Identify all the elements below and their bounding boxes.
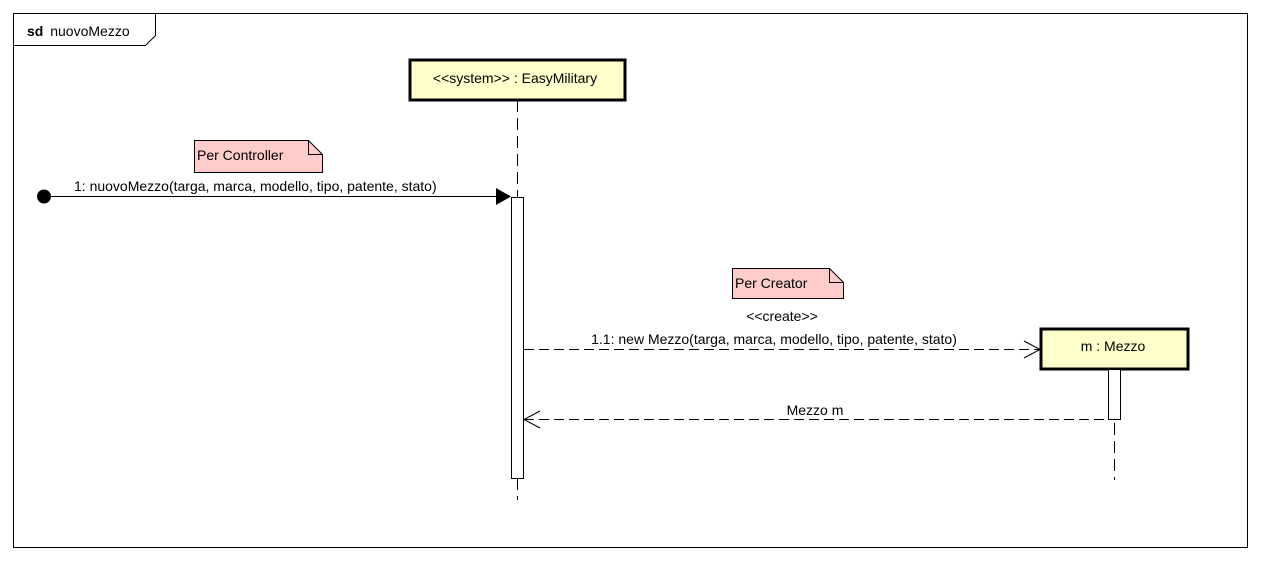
note-creator-fold <box>829 268 844 283</box>
create-stereotype-label: <<create>> <box>746 308 818 324</box>
frame-keyword: sd <box>27 23 43 39</box>
frame-name: nuovoMezzo <box>50 23 130 39</box>
lifeline-label-mezzo: m : Mezzo <box>1081 338 1146 354</box>
found-message-arrowhead <box>496 188 511 205</box>
lifeline-label-system: <<system>> : EasyMilitary <box>433 70 597 86</box>
note-controller[interactable] <box>194 140 323 173</box>
note-controller-fold <box>308 140 323 155</box>
create-message-label: 1.1: new Mezzo(targa, marca, modello, ti… <box>591 331 957 347</box>
activation-bar-mezzo[interactable] <box>1108 369 1121 420</box>
return-message-arrowhead <box>522 410 541 429</box>
note-creator-text: Per Creator <box>735 275 808 291</box>
activation-bar-system[interactable] <box>511 197 524 479</box>
note-controller-text: Per Controller <box>197 147 284 163</box>
return-message-label: Mezzo m <box>787 402 844 418</box>
create-message-arrowhead <box>1023 340 1042 359</box>
found-message-label: 1: nuovoMezzo(targa, marca, modello, tip… <box>74 178 437 194</box>
diagram-frame <box>13 13 1248 548</box>
frame-name-tab <box>13 13 156 46</box>
note-creator[interactable] <box>732 268 844 299</box>
frame-label: sd nuovoMezzo <box>27 23 130 39</box>
